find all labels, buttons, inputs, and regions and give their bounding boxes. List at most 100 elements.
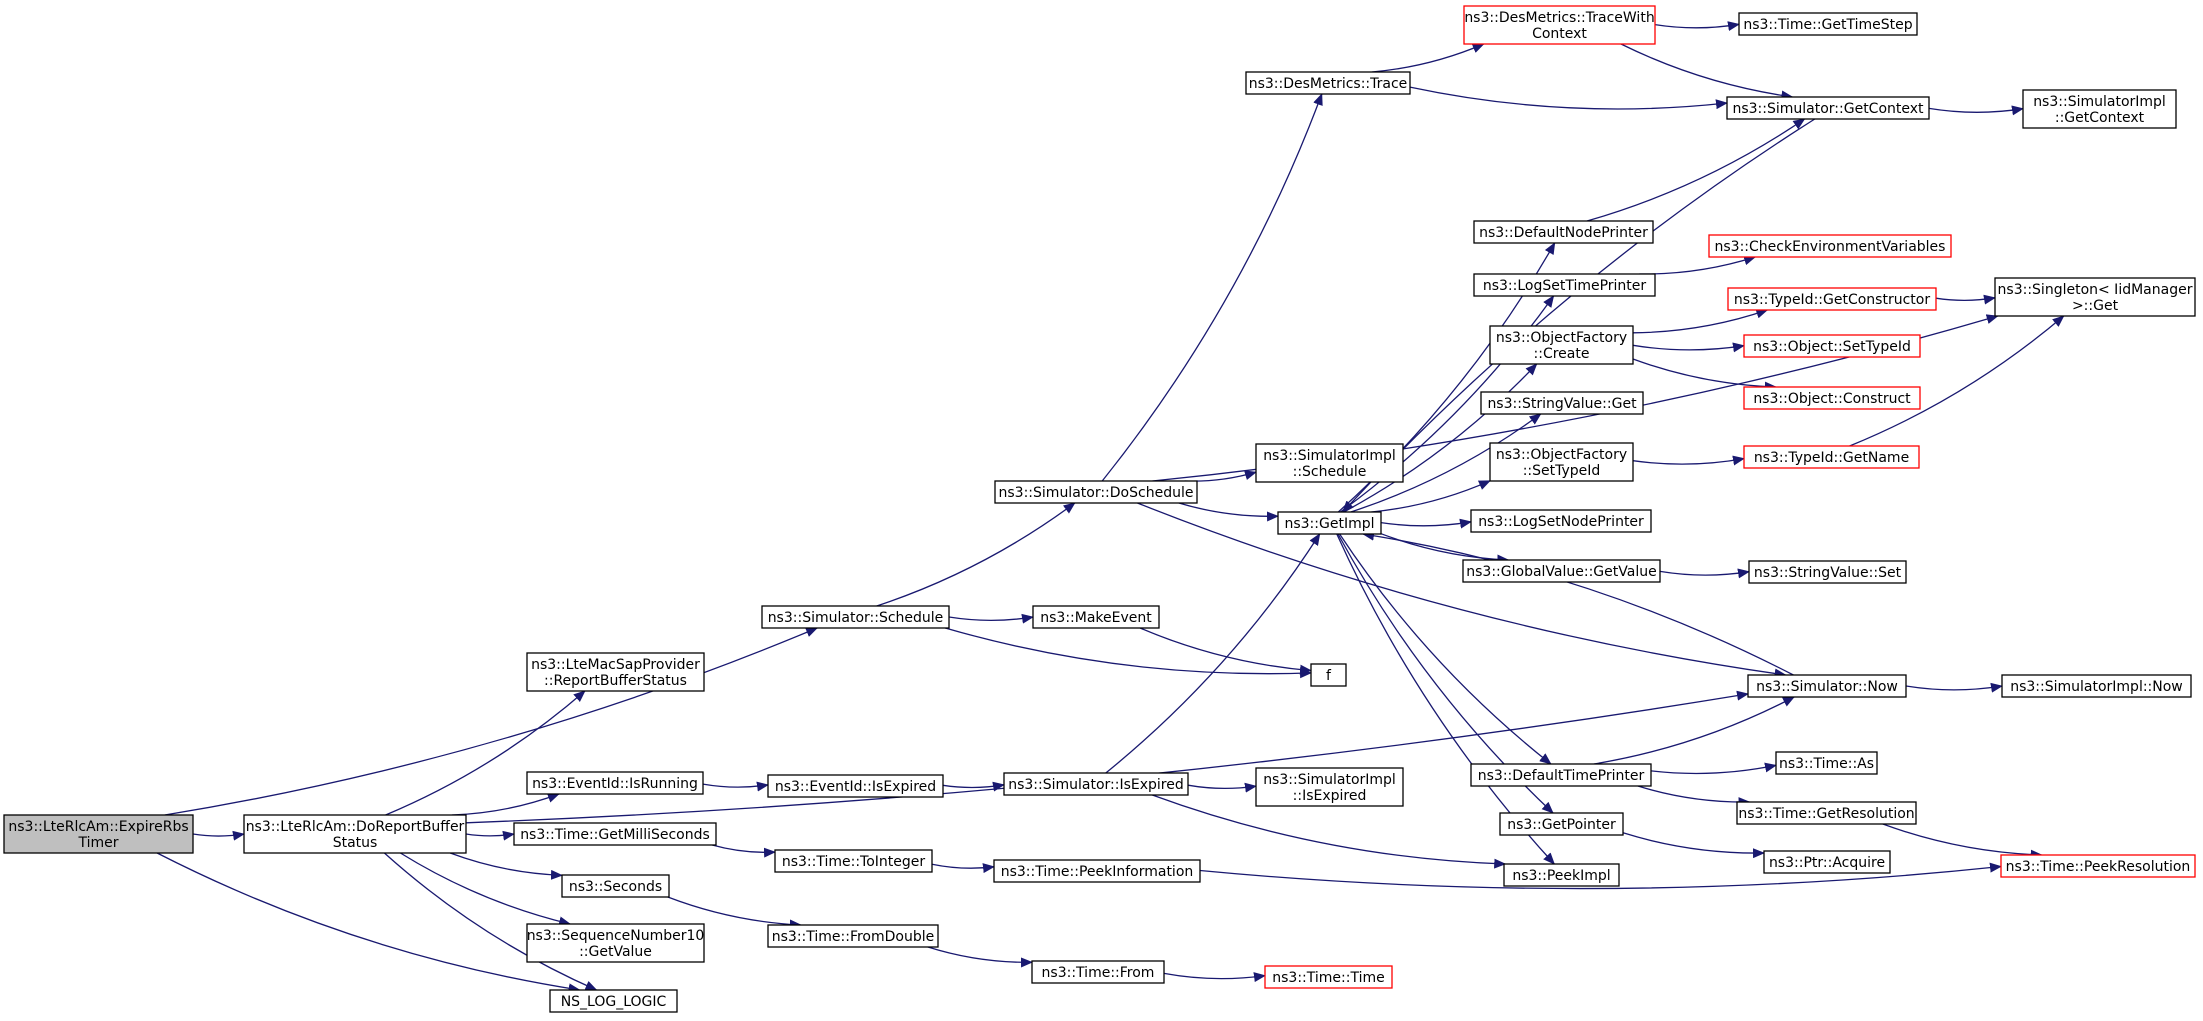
node-logtime[interactable]: ns3::LogSetTimePrinter xyxy=(1473,273,1656,297)
node-box-seq10[interactable] xyxy=(526,923,705,963)
node-getctor[interactable]: ns3::TypeId::GetConstructor xyxy=(1727,287,1937,311)
node-getctx[interactable]: ns3::Simulator::GetContext xyxy=(1726,96,1930,120)
node-box-makeevent[interactable] xyxy=(1032,605,1160,629)
node-simimplctx[interactable]: ns3::SimulatorImpl::GetContext xyxy=(2022,89,2177,129)
node-box-expire[interactable] xyxy=(3,814,194,854)
node-box-objcreate[interactable] xyxy=(1489,325,1634,365)
node-box-checkenv[interactable] xyxy=(1708,234,1952,258)
node-getptr[interactable]: ns3::GetPointer xyxy=(1499,812,1624,836)
node-box-desmtrace[interactable] xyxy=(1245,71,1411,95)
node-box-tracectx[interactable] xyxy=(1463,5,1656,45)
node-deftime[interactable]: ns3::DefaultTimePrinter xyxy=(1470,763,1652,787)
node-box-deftime[interactable] xyxy=(1470,763,1652,787)
node-box-simimplsched[interactable] xyxy=(1255,443,1404,483)
node-box-simisexp[interactable] xyxy=(1003,772,1189,796)
node-getname[interactable]: ns3::TypeId::GetName xyxy=(1743,445,1920,469)
node-doschedule[interactable]: ns3::Simulator::DoSchedule xyxy=(994,480,1198,504)
node-box-evexp[interactable] xyxy=(767,774,944,798)
node-strset[interactable]: ns3::StringValue::Set xyxy=(1748,560,1907,584)
node-singleton[interactable]: ns3::Singleton< IidManager>::Get xyxy=(1994,277,2196,317)
node-nslog[interactable]: NS_LOG_LOGIC xyxy=(549,989,678,1013)
node-getres[interactable]: ns3::Time::GetResolution xyxy=(1736,801,1917,825)
node-box-getres[interactable] xyxy=(1736,801,1917,825)
node-box-gvget[interactable] xyxy=(1462,559,1661,583)
node-box-timestep[interactable] xyxy=(1738,12,1918,36)
node-makeevent[interactable]: ns3::MakeEvent xyxy=(1032,605,1160,629)
node-strget[interactable]: ns3::StringValue::Get xyxy=(1480,391,1644,415)
node-getimpl[interactable]: ns3::GetImpl xyxy=(1277,511,1382,535)
node-box-getctx[interactable] xyxy=(1726,96,1930,120)
node-simimplisexp[interactable]: ns3::SimulatorImpl::IsExpired xyxy=(1255,767,1404,807)
node-box-timetime[interactable] xyxy=(1264,965,1393,989)
node-box-objconstruct[interactable] xyxy=(1743,386,1921,410)
node-box-seconds[interactable] xyxy=(561,874,670,898)
node-objsettid[interactable]: ns3::Object::SetTypeId xyxy=(1743,334,1921,358)
node-checkenv[interactable]: ns3::CheckEnvironmentVariables xyxy=(1708,234,1952,258)
node-box-evrun[interactable] xyxy=(526,771,704,795)
node-simimplnow[interactable]: ns3::SimulatorImpl::Now xyxy=(2001,674,2192,698)
node-box-simnow[interactable] xyxy=(1747,674,1907,698)
node-box-timeas[interactable] xyxy=(1775,751,1878,775)
node-box-fromdouble[interactable] xyxy=(767,924,939,948)
node-timetime[interactable]: ns3::Time::Time xyxy=(1264,965,1393,989)
node-ptracq[interactable]: ns3::Ptr::Acquire xyxy=(1763,850,1891,874)
node-box-simimplctx[interactable] xyxy=(2022,89,2177,129)
node-evrun[interactable]: ns3::EventId::IsRunning xyxy=(526,771,704,795)
node-toint[interactable]: ns3::Time::ToInteger xyxy=(774,849,933,873)
node-timestep[interactable]: ns3::Time::GetTimeStep xyxy=(1738,12,1918,36)
node-getms[interactable]: ns3::Time::GetMilliSeconds xyxy=(513,822,717,846)
node-box-getimpl[interactable] xyxy=(1277,511,1382,535)
node-box-strget[interactable] xyxy=(1480,391,1644,415)
node-box-getctor[interactable] xyxy=(1727,287,1937,311)
node-timeas[interactable]: ns3::Time::As xyxy=(1775,751,1878,775)
node-evexp[interactable]: ns3::EventId::IsExpired xyxy=(767,774,944,798)
node-simnow[interactable]: ns3::Simulator::Now xyxy=(1747,674,1907,698)
node-box-peekimpl[interactable] xyxy=(1503,863,1620,887)
node-box-timefrom[interactable] xyxy=(1031,960,1165,984)
node-box-getptr[interactable] xyxy=(1499,812,1624,836)
node-lognode[interactable]: ns3::LogSetNodePrinter xyxy=(1470,509,1652,533)
node-box-doreport[interactable] xyxy=(243,814,467,854)
node-objconstruct[interactable]: ns3::Object::Construct xyxy=(1743,386,1921,410)
node-box-nslog[interactable] xyxy=(549,989,678,1013)
node-peekimpl[interactable]: ns3::PeekImpl xyxy=(1503,863,1620,887)
node-box-singleton[interactable] xyxy=(1994,277,2196,317)
node-box-peekres[interactable] xyxy=(2000,854,2196,878)
node-box-simimplnow[interactable] xyxy=(2001,674,2192,698)
node-timefrom[interactable]: ns3::Time::From xyxy=(1031,960,1165,984)
node-box-lognode[interactable] xyxy=(1470,509,1652,533)
node-box-peekinfo[interactable] xyxy=(993,859,1201,883)
node-defnode[interactable]: ns3::DefaultNodePrinter xyxy=(1473,220,1654,244)
node-simimplsched[interactable]: ns3::SimulatorImpl::Schedule xyxy=(1255,443,1404,483)
node-f[interactable]: f xyxy=(1310,663,1347,687)
node-box-objsettid[interactable] xyxy=(1743,334,1921,358)
node-box-doschedule[interactable] xyxy=(994,480,1198,504)
node-box-logtime[interactable] xyxy=(1473,273,1656,297)
node-box-getms[interactable] xyxy=(513,822,717,846)
node-seconds[interactable]: ns3::Seconds xyxy=(561,874,670,898)
node-box-simimplisexp[interactable] xyxy=(1255,767,1404,807)
node-peekinfo[interactable]: ns3::Time::PeekInformation xyxy=(993,859,1201,883)
node-objsettype[interactable]: ns3::ObjectFactory::SetTypeId xyxy=(1489,442,1634,482)
node-desmtrace[interactable]: ns3::DesMetrics::Trace xyxy=(1245,71,1411,95)
node-box-ptracq[interactable] xyxy=(1763,850,1891,874)
node-box-f[interactable] xyxy=(1310,663,1347,687)
node-seq10[interactable]: ns3::SequenceNumber10::GetValue xyxy=(526,923,705,963)
node-box-schedule[interactable] xyxy=(761,605,950,629)
node-gvget[interactable]: ns3::GlobalValue::GetValue xyxy=(1462,559,1661,583)
node-box-toint[interactable] xyxy=(774,849,933,873)
node-box-strset[interactable] xyxy=(1748,560,1907,584)
node-objcreate[interactable]: ns3::ObjectFactory::Create xyxy=(1489,325,1634,365)
node-schedule[interactable]: ns3::Simulator::Schedule xyxy=(761,605,950,629)
node-peekres[interactable]: ns3::Time::PeekResolution xyxy=(2000,854,2196,878)
node-lmsp[interactable]: ns3::LteMacSapProvider::ReportBufferStat… xyxy=(526,652,705,692)
node-box-lmsp[interactable] xyxy=(526,652,705,692)
node-box-defnode[interactable] xyxy=(1473,220,1654,244)
node-box-objsettype[interactable] xyxy=(1489,442,1634,482)
node-fromdouble[interactable]: ns3::Time::FromDouble xyxy=(767,924,939,948)
node-simisexp[interactable]: ns3::Simulator::IsExpired xyxy=(1003,772,1189,796)
node-box-getname[interactable] xyxy=(1743,445,1920,469)
